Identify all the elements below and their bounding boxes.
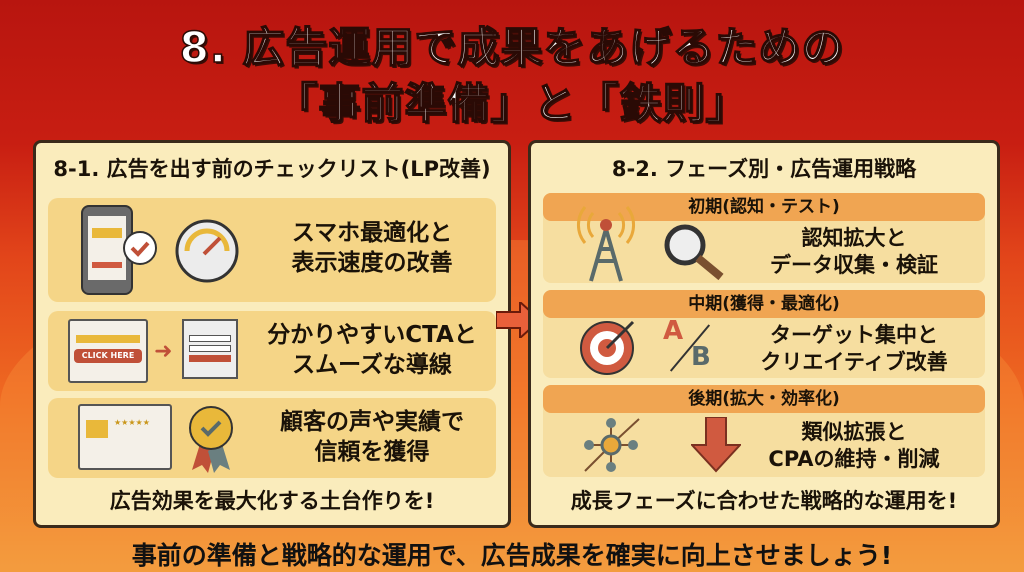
target-icon [580,320,635,375]
checklist-item-cta: CLICK HERE ➜ 分かりやすいCTAとスムーズな導線 [48,311,496,391]
phase-label: 後期(拡大・効率化) [543,385,985,413]
down-arrow-icon [691,417,741,473]
review-page-icon: ★★★★★ [78,404,172,470]
form-icon [182,319,238,379]
checklist-item-mobile: スマホ最適化と表示速度の改善 [48,198,496,302]
phase-early: 初期(認知・テスト) 認知拡大とデータ収集・検証 [543,193,985,283]
strategy-heading: 8-2. フェーズ別・広告運用戦略 [611,157,917,181]
arrow-right-icon: ➜ [154,339,173,364]
phase-label: 初期(認知・テスト) [543,193,985,221]
checklist-panel: 8-1. 広告を出す前のチェックリスト(LP改善) スマホ最適化と表示速度の改善… [33,140,511,528]
checklist-item-trust: ★★★★★ 顧客の声や実績で信頼を獲得 [48,398,496,478]
ab-letter-b: B [691,342,711,372]
click-here-browser-icon: CLICK HERE [68,319,148,383]
phase-text: ターゲット集中とクリエイティブ改善 [760,323,948,374]
bottom-message: 事前の準備と戦略的な運用で、広告成果を確実に向上させましょう! [131,541,893,570]
ab-letter-a: A [663,316,684,346]
checklist-item-text: スマホ最適化と表示速度の改善 [291,220,453,276]
phase-label: 中期(獲得・最適化) [543,290,985,318]
strategy-footer: 成長フェーズに合わせた戦略的な運用を! [570,489,958,513]
network-expand-icon [584,418,640,472]
speedometer-icon [175,219,239,283]
phase-text: 認知拡大とデータ収集・検証 [770,226,938,277]
checklist-heading: 8-1. 広告を出す前のチェックリスト(LP改善) [53,157,491,181]
checklist-footer: 広告効果を最大化する土台作りを! [109,489,435,513]
award-badge-icon [189,406,233,473]
click-here-label: CLICK HERE [74,349,142,363]
checklist-item-text: 顧客の声や実績で信頼を獲得 [280,409,464,465]
page-title-line2: 「事前準備」と「鉄則」 [275,78,749,129]
broadcast-tower-icon [577,206,635,282]
page-title-line1: 8. 広告運用で成果をあげるための [179,22,845,73]
checklist-item-text: 分かりやすいCTAとスムーズな導線 [267,322,477,378]
magnifier-icon [664,224,724,281]
smartphone-check-icon [81,205,157,295]
strategy-panel: 8-2. フェーズ別・広告運用戦略 初期(認知・テスト) 認知拡大とデータ収集・… [528,140,1000,528]
